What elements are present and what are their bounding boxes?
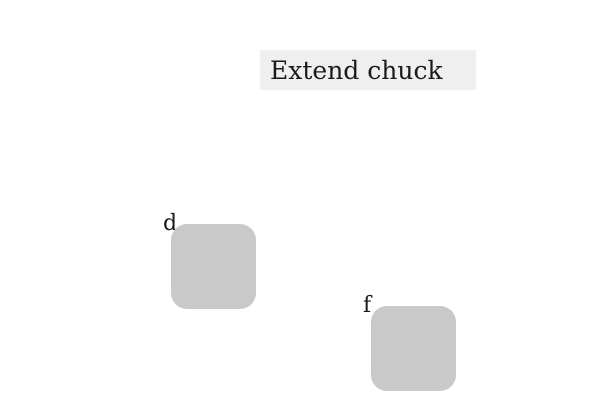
tile-f-button[interactable] <box>371 306 456 391</box>
tile-label-f: f <box>363 293 372 318</box>
tile-d-button[interactable] <box>171 224 256 309</box>
title-bar: Extend chuck <box>260 50 476 90</box>
page-title: Extend chuck <box>270 55 443 85</box>
